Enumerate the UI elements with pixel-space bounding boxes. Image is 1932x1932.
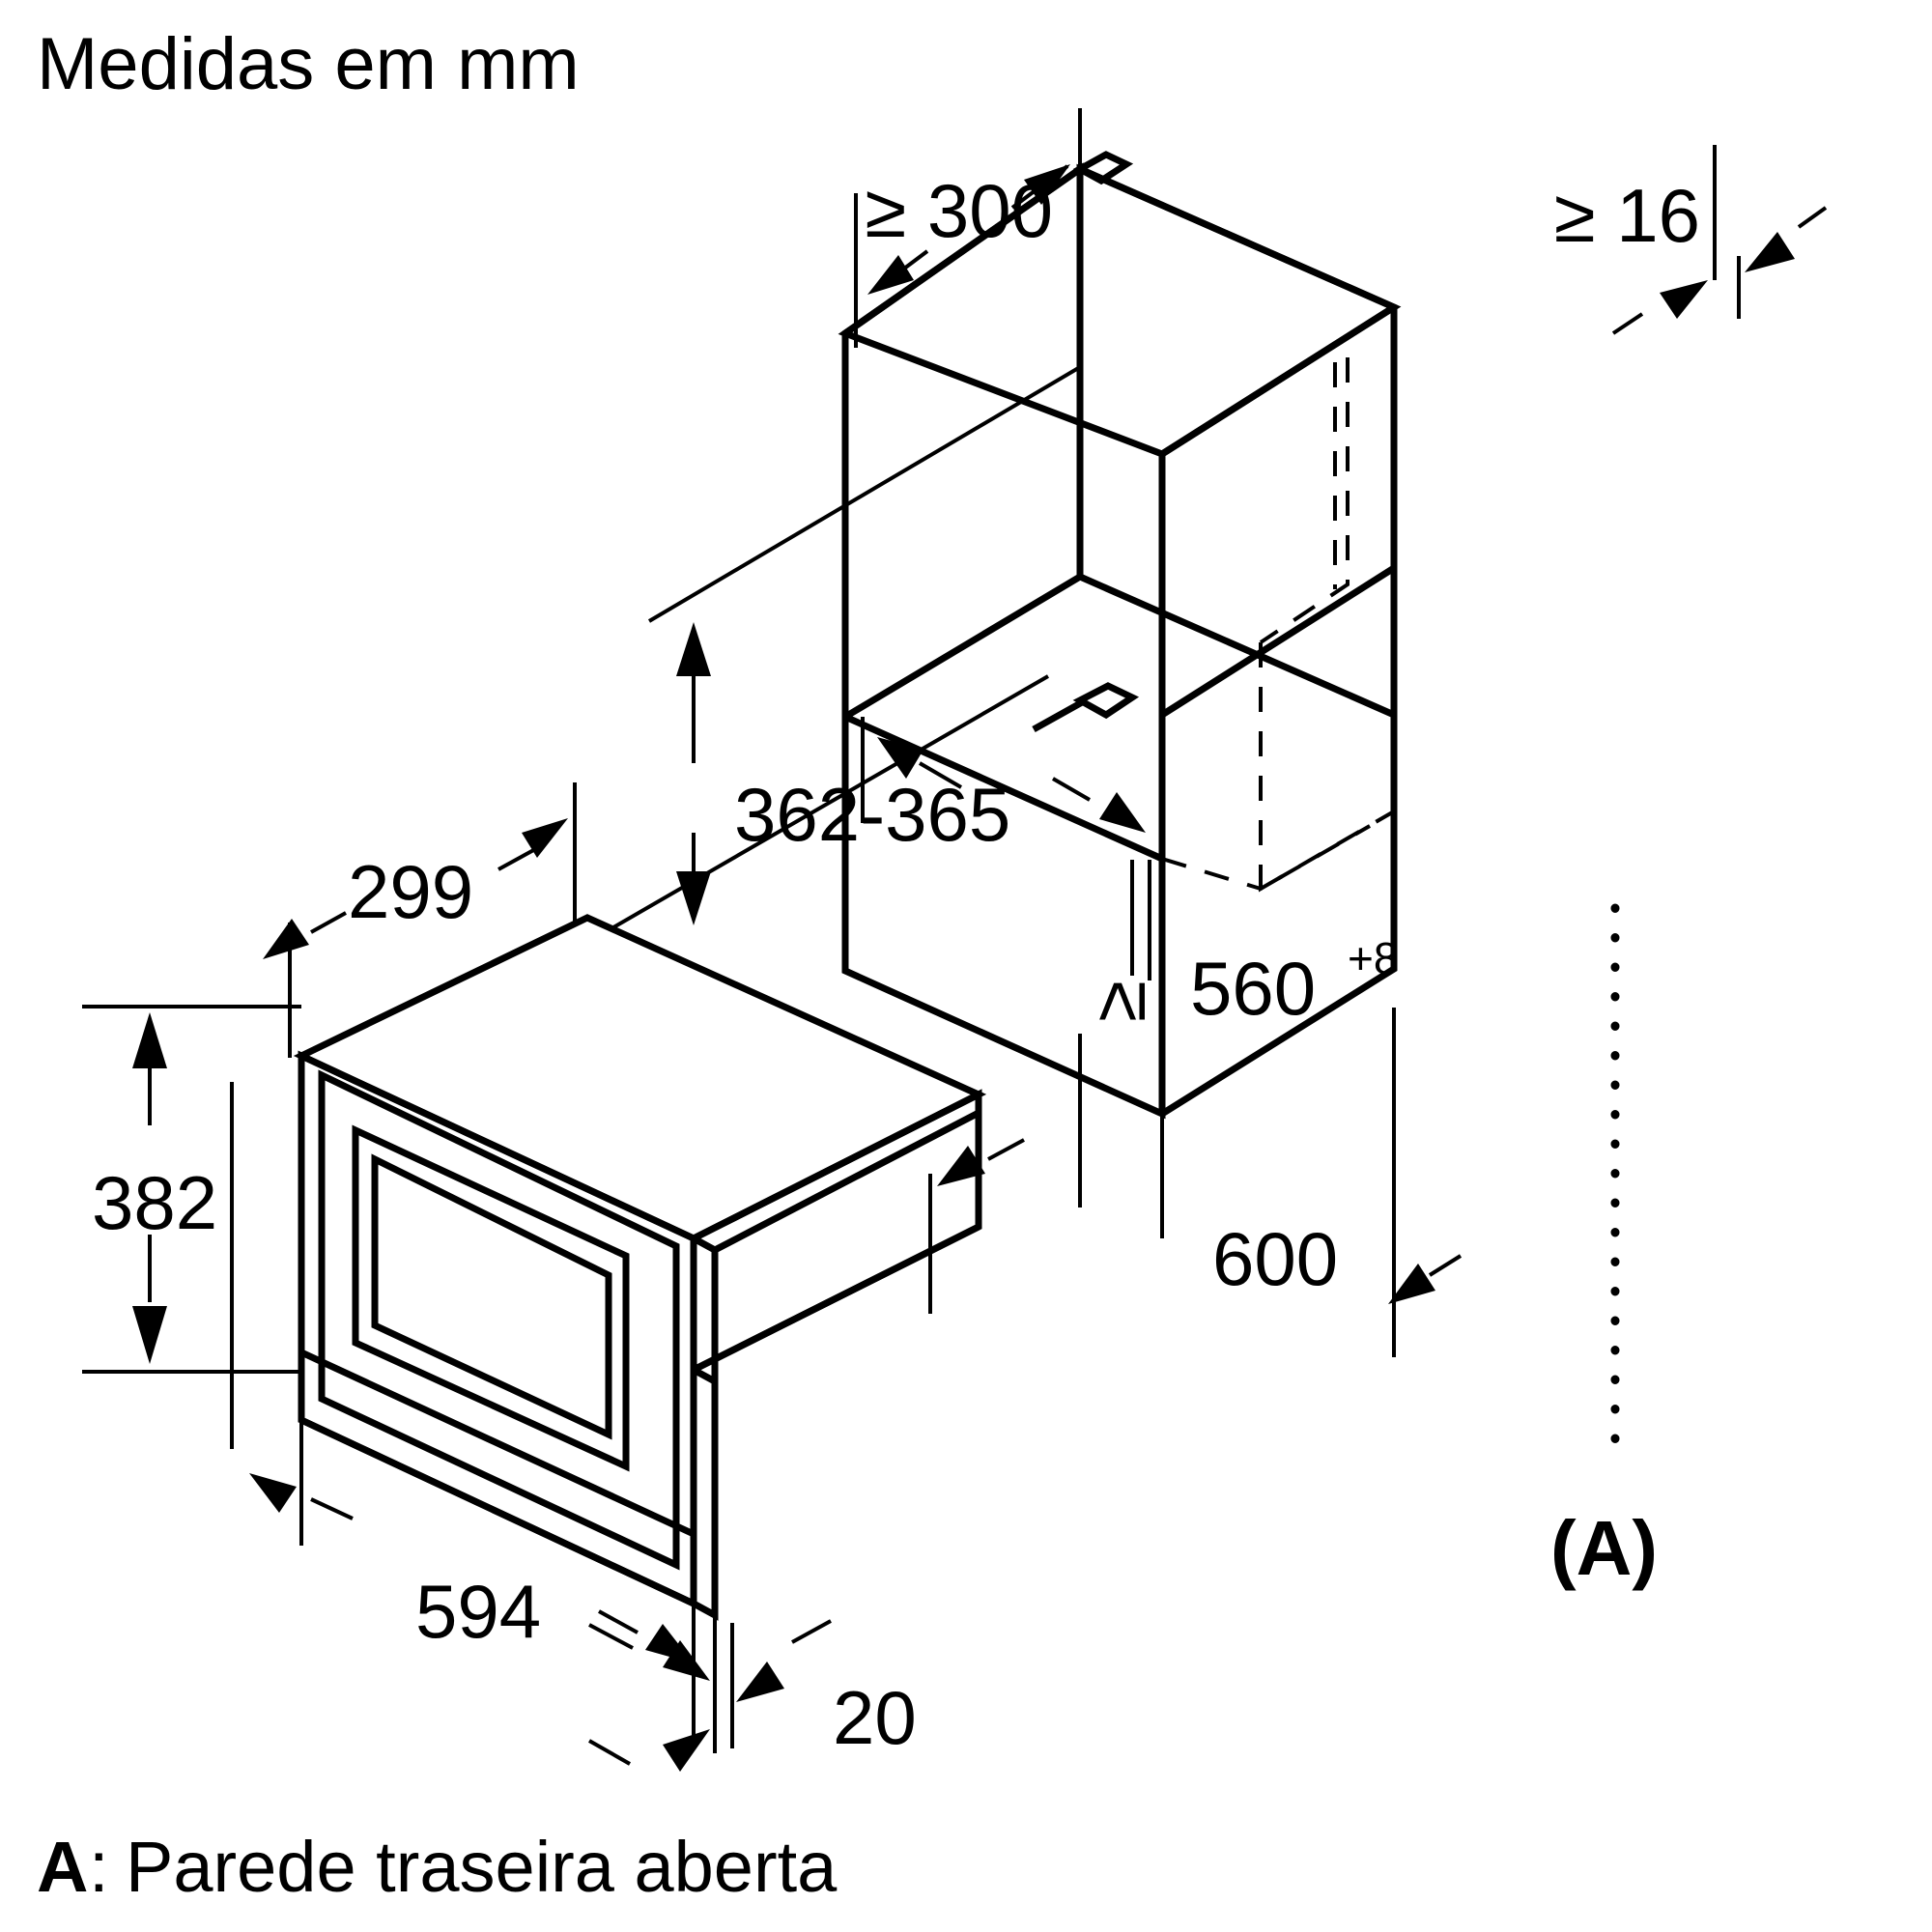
arrowhead-560-left <box>877 737 923 779</box>
appliance-door-frame <box>318 1069 680 1571</box>
appliance-flange-edge <box>713 1109 980 1254</box>
arrowhead-560-right <box>1099 792 1146 833</box>
appliance-door-window <box>352 1124 630 1472</box>
appliance-handle-bar <box>299 1349 696 1538</box>
arrowhead-594-left <box>249 1473 297 1513</box>
dim-label-cabinet-depth: 600 <box>1212 1216 1338 1301</box>
niche-right-panel-outer <box>1160 307 1398 1117</box>
ext-line-362-top <box>647 365 1082 623</box>
niche-top-cap-edge <box>1160 304 1396 457</box>
dim-label-niche-width-group: ≥ <box>1076 980 1161 1022</box>
dim-line-20-left <box>588 1623 634 1650</box>
dim-label-panel-16: ≥ 16 <box>1554 173 1700 258</box>
arrowhead-600-right <box>1388 1264 1435 1304</box>
niche-opening-top-edge <box>843 713 1164 863</box>
dim-line-20-lower <box>588 1739 631 1766</box>
hidden-shelf-line <box>1161 857 1262 891</box>
arrowhead-300-down <box>867 255 914 295</box>
arrowhead-299-right <box>522 818 568 858</box>
niche-hook-notch <box>1072 682 1140 720</box>
appliance-bottom-edge <box>299 1416 696 1607</box>
dim-line-560-right <box>1051 777 1092 802</box>
legend: A : Parede traseira aberta <box>37 1827 838 1907</box>
arrowhead-600-left <box>937 1146 985 1186</box>
arrowhead-20-lower <box>663 1729 710 1772</box>
dim-line-299-left <box>310 911 347 934</box>
legend-key: A <box>37 1827 88 1907</box>
hidden-edge-upper <box>1259 357 1350 644</box>
dim-line-16-right <box>1797 206 1828 229</box>
arrowhead-16-left <box>1745 232 1795 272</box>
arrowhead-362-up <box>676 622 711 676</box>
callout-a-label: (A) <box>1550 1505 1658 1591</box>
appliance-front-face <box>298 1050 697 1609</box>
dim-line-600-right <box>1428 1254 1463 1277</box>
cabinet-niche-view: ≥ 300 ≥ 16 362-365 <box>611 108 1828 1591</box>
dim-label-appliance-depth: 299 <box>348 849 473 934</box>
arrowhead-300-up <box>1024 164 1070 205</box>
arrowhead-382-up <box>132 1012 167 1068</box>
niche-top-notch <box>1072 151 1134 185</box>
arrowhead-382-down <box>132 1306 167 1364</box>
niche-lower-front-face <box>841 577 1166 1120</box>
dim-label-niche-width-superscript: +8 <box>1348 933 1398 983</box>
appliance-view: 299 382 594 <box>82 782 987 1772</box>
dim-line-560-left <box>918 761 963 789</box>
legend-description: Parede traseira aberta <box>126 1827 838 1907</box>
page-title: Medidas em mm <box>37 23 580 105</box>
dim-label-appliance-height: 382 <box>92 1160 217 1245</box>
dim-line-16-left <box>1611 312 1644 335</box>
niche-hook-lead <box>1032 697 1086 733</box>
dim-label-front-frame: 20 <box>833 1675 917 1760</box>
dim-line-20-right <box>791 1619 832 1644</box>
appliance-door-window-inner <box>371 1153 612 1440</box>
dim-line-594-left <box>310 1497 354 1520</box>
dim-label-clearance-300: ≥ 300 <box>865 168 1053 253</box>
dim-label-niche-width: 560 <box>1190 946 1316 1031</box>
niche-mid-edge <box>1160 565 1396 718</box>
dim-label-niche-width-prefix: ≥ <box>1076 980 1161 1022</box>
arrowhead-299-left <box>263 919 309 959</box>
arrowhead-20-left <box>663 1640 710 1681</box>
arrowhead-20-right <box>736 1662 784 1702</box>
dim-line-600-left <box>987 1138 1025 1161</box>
dim-label-niche-height: 362-365 <box>734 772 1010 857</box>
dim-line-594-right <box>598 1609 639 1634</box>
dim-line-299-right <box>497 846 538 871</box>
legend-separator: : <box>89 1827 109 1907</box>
arrowhead-16-right <box>1660 280 1708 319</box>
arrowhead-362-down <box>676 871 711 925</box>
appliance-front-flange <box>690 1364 719 1621</box>
dim-label-appliance-width: 594 <box>415 1569 541 1654</box>
appliance-top-face <box>293 914 987 1242</box>
appliance-bottom-right-edge <box>692 1223 980 1374</box>
